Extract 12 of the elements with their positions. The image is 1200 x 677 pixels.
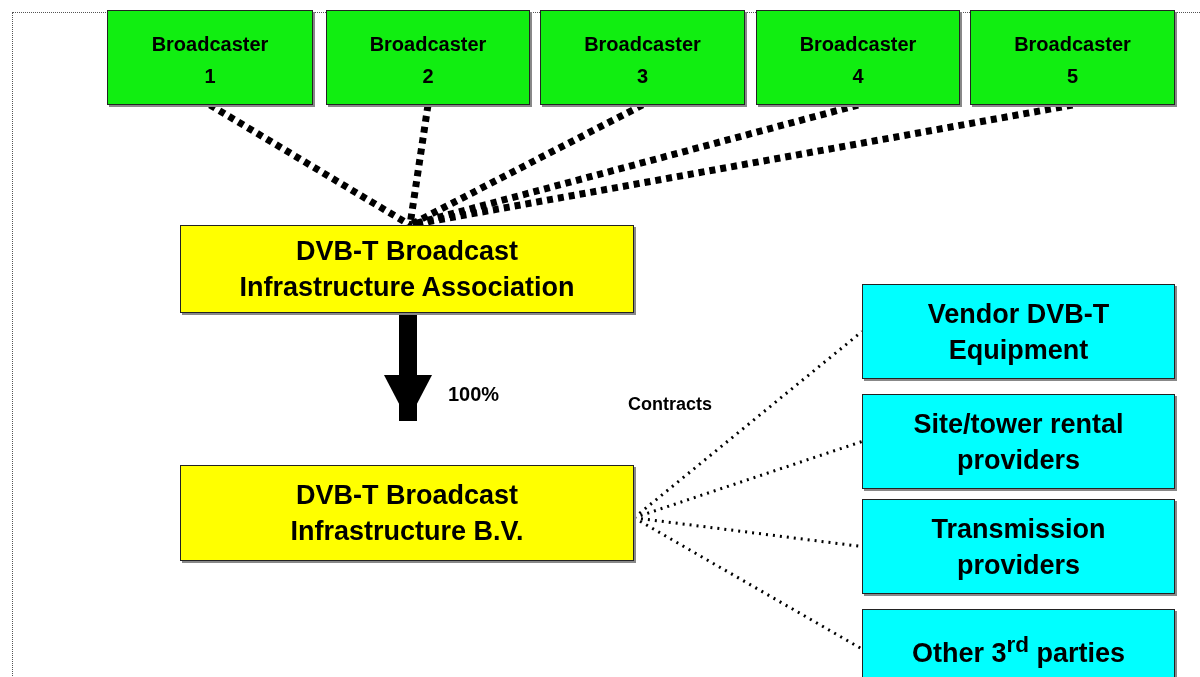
org-box: Other 3$^{rd}$ parties (862, 609, 1175, 677)
org-box: Transmission providers (862, 499, 1175, 594)
org-box: Broadcaster 4 (756, 10, 960, 105)
org-box: Site/tower rental providers (862, 394, 1175, 489)
org-box: Broadcaster 2 (326, 10, 530, 105)
org-box: DVB-T Broadcast Infrastructure Association (180, 225, 634, 313)
ownership-arrow (384, 313, 432, 421)
org-box: DVB-T Broadcast Infrastructure B.V. (180, 465, 634, 561)
org-box: Broadcaster 1 (107, 10, 313, 105)
org-box: Vendor DVB-T Equipment (862, 284, 1175, 379)
org-box: Broadcaster 3 (540, 10, 745, 105)
org-box: Broadcaster 5 (970, 10, 1175, 105)
